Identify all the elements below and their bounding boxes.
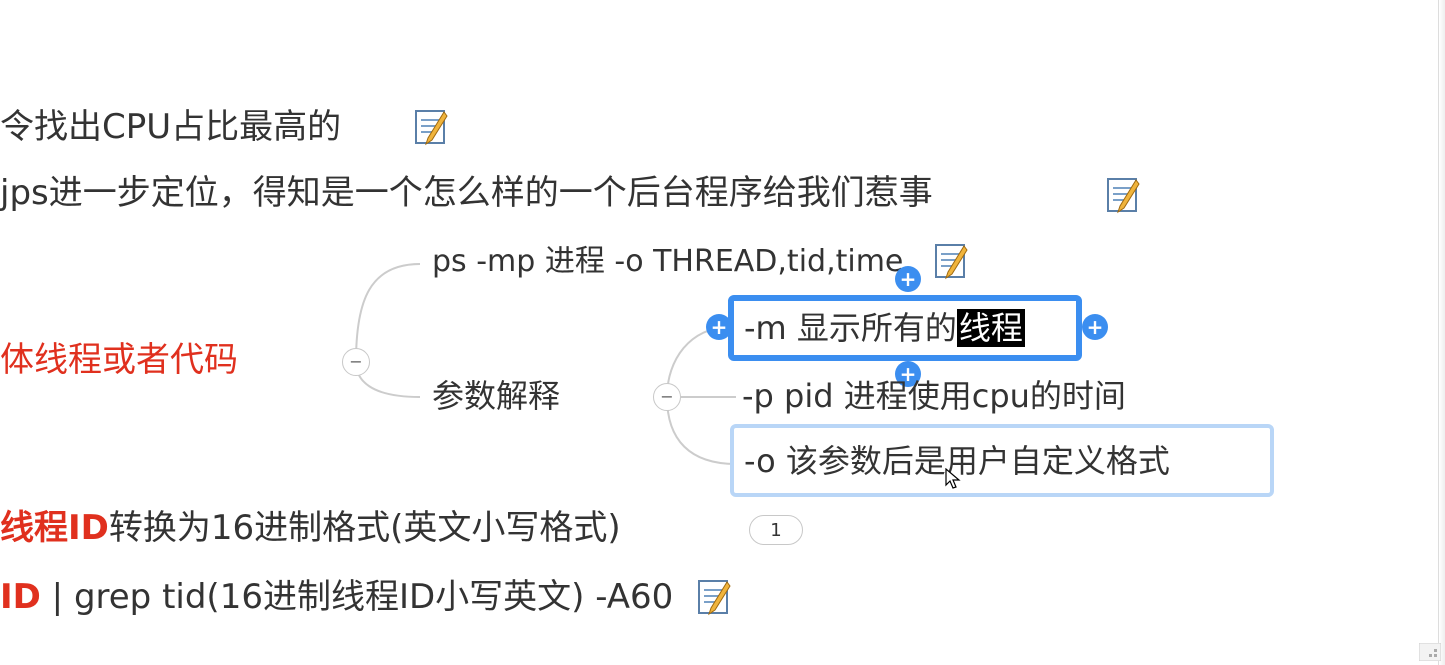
collapse-icon[interactable]: − <box>342 348 370 376</box>
topic-param-p[interactable]: -p pid 进程使用cpu的时间 <box>742 377 1126 415</box>
param-m-highlight: 线程 <box>956 309 1025 347</box>
plus-icon[interactable]: + <box>1082 314 1108 340</box>
param-m-label: -m 显示所有的 <box>744 309 957 347</box>
collapse-icon[interactable]: − <box>653 383 681 411</box>
topic-jps-locate[interactable]: jps进一步定位，得知是一个怎么样的一个后台程序给我们惹事 <box>0 173 933 213</box>
note-icon[interactable] <box>1106 176 1140 214</box>
topic-param-o[interactable]: -o 该参数后是用户自定义格式 <box>730 424 1274 497</box>
count-badge[interactable]: 1 <box>749 515 803 545</box>
topic-ps-command[interactable]: ps -mp 进程 -o THREAD,tid,time <box>432 244 904 279</box>
topic-param-explain[interactable]: 参数解释 <box>432 377 561 415</box>
param-o-label: -o 该参数后是用户自定义格式 <box>744 441 1170 480</box>
row4-red-text: 线程ID <box>0 508 109 548</box>
row4-text: 转换为16进制格式(英文小写格式) <box>108 508 621 548</box>
topic-hex-convert[interactable]: 线程ID转换为16进制格式(英文小写格式) <box>0 511 621 545</box>
note-icon[interactable] <box>934 242 968 280</box>
note-icon[interactable] <box>697 578 731 616</box>
plus-icon[interactable]: + <box>895 361 921 387</box>
row5-text: | grep tid(16进制线程ID小写英文) -A60 <box>40 577 674 617</box>
topic-find-cpu[interactable]: 令找出CPU占比最高的 <box>0 107 342 147</box>
mouse-cursor-icon <box>945 468 961 489</box>
topic-param-m-selected[interactable]: -m 显示所有的线程 <box>728 295 1082 361</box>
plus-icon[interactable]: + <box>706 314 732 340</box>
topic-jstack-grep[interactable]: ID | grep tid(16进制线程ID小写英文) -A60 <box>0 580 673 614</box>
topic-thread-or-code[interactable]: 体线程或者代码 <box>0 340 238 380</box>
resize-grip-icon[interactable] <box>1419 643 1441 661</box>
vertical-scrollbar[interactable] <box>1438 0 1445 665</box>
plus-icon[interactable]: + <box>895 266 921 292</box>
row5-red-text: ID <box>0 577 41 617</box>
note-icon[interactable] <box>414 108 448 146</box>
